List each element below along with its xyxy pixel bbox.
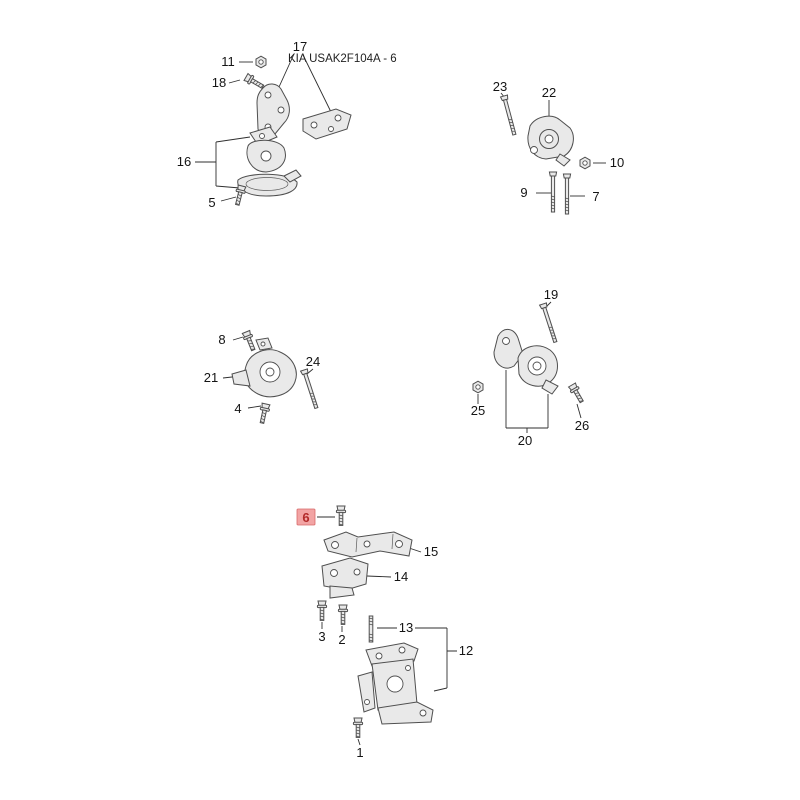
callout-17[interactable]: 17: [293, 39, 307, 54]
callout-15[interactable]: 15: [424, 544, 438, 559]
callout-16[interactable]: 16: [177, 154, 191, 169]
callout-11[interactable]: 11: [221, 54, 235, 69]
part-roll-mount-22: [527, 115, 574, 167]
callout-9[interactable]: 9: [520, 185, 527, 200]
part-bolt-3: [316, 600, 328, 621]
part-bolt-7: [562, 173, 572, 215]
callout-12[interactable]: 12: [459, 643, 473, 658]
part-bolt-5: [232, 184, 247, 207]
callout-5[interactable]: 5: [208, 195, 215, 210]
part-bushing-mount-21: [231, 337, 297, 398]
part-bolt-26: [567, 382, 587, 405]
part-nut-11: [255, 55, 267, 69]
callout-2[interactable]: 2: [338, 632, 345, 647]
part-bracket-14: [321, 557, 369, 599]
part-nut-10: [579, 156, 591, 170]
part-nut-25: [472, 380, 484, 394]
part-plate-bracket-15: [323, 531, 413, 558]
callout-21[interactable]: 21: [204, 370, 218, 385]
callout-13[interactable]: 13: [399, 620, 413, 635]
part-bolt-24: [300, 368, 321, 410]
part-bolt-6: [335, 505, 347, 526]
callout-18[interactable]: 18: [212, 75, 226, 90]
part-bolt-1: [352, 717, 364, 738]
callout-10[interactable]: 10: [610, 155, 624, 170]
callout-14[interactable]: 14: [394, 569, 408, 584]
part-bolt-19: [539, 302, 560, 344]
callout-19[interactable]: 19: [544, 287, 558, 302]
callout-3[interactable]: 3: [318, 629, 325, 644]
part-trans-mount-12: [357, 642, 434, 725]
callout-20[interactable]: 20: [518, 433, 532, 448]
callout-26[interactable]: 26: [575, 418, 589, 433]
part-bracket-17-lower: [302, 108, 352, 140]
callout-6[interactable]: 6: [302, 510, 309, 525]
part-bolt-8: [241, 329, 259, 353]
leader-lines: [195, 53, 606, 746]
part-stud-13: [368, 615, 374, 643]
diagram-title: KIA USAK2F104A - 6: [288, 53, 397, 65]
part-bolt-18: [243, 72, 266, 92]
callout-23[interactable]: 23: [493, 79, 507, 94]
callout-8[interactable]: 8: [218, 332, 225, 347]
part-bolt-23: [500, 94, 519, 137]
part-engine-mount-16: [237, 126, 302, 197]
part-bracket-mount-20: [493, 329, 559, 395]
part-bolt-9: [548, 171, 558, 213]
callout-25[interactable]: 25: [471, 403, 485, 418]
callout-4[interactable]: 4: [234, 401, 241, 416]
callout-22[interactable]: 22: [542, 85, 556, 100]
callout-1[interactable]: 1: [356, 745, 363, 760]
part-bolt-2: [337, 604, 349, 625]
callout-7[interactable]: 7: [592, 189, 599, 204]
callout-24[interactable]: 24: [306, 354, 320, 369]
callout-6-highlight: [296, 508, 316, 526]
